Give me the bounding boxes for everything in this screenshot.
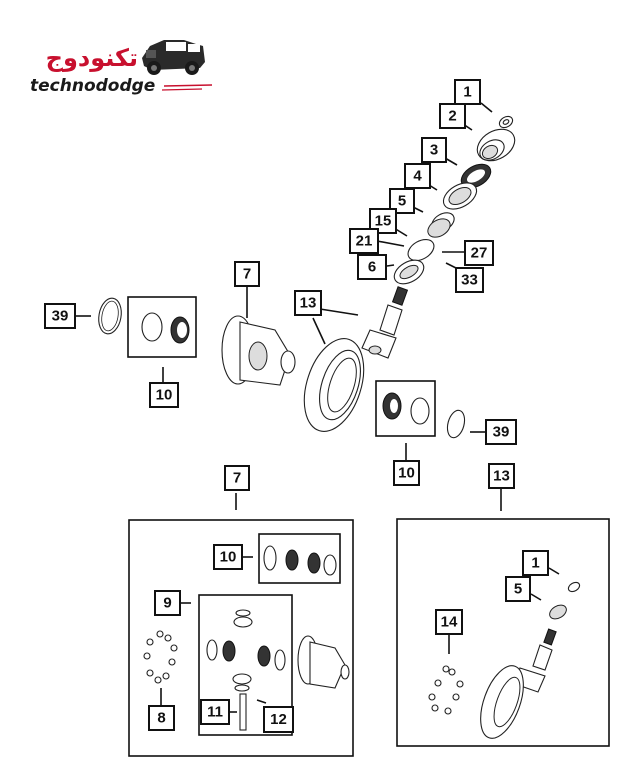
callout-label: 13 <box>493 468 510 485</box>
logo-swoosh <box>163 84 213 87</box>
part-shim-ring-right <box>446 409 466 439</box>
callout-label: 39 <box>493 424 510 441</box>
callout-4[interactable]: 4 <box>404 163 431 189</box>
part-pinion-bearing <box>427 212 455 238</box>
callout-39[interactable]: 39 <box>485 419 517 445</box>
logo-swoosh <box>161 88 203 91</box>
callout-label: 1 <box>463 84 471 101</box>
callout-label: 10 <box>220 549 237 566</box>
callout-21[interactable]: 21 <box>349 228 379 254</box>
callout-7[interactable]: 7 <box>234 261 260 287</box>
part-ring-gear-detail <box>480 665 524 739</box>
callout-33[interactable]: 33 <box>455 267 484 293</box>
callout-label: 33 <box>461 272 478 289</box>
callout-label: 3 <box>430 142 438 159</box>
part-shim-ring-left <box>98 297 122 335</box>
callout-3[interactable]: 3 <box>421 137 447 163</box>
part-pinion-nut <box>498 115 514 129</box>
logo-arabic-text: تكنودوج <box>46 44 138 72</box>
callout-12[interactable]: 12 <box>263 706 294 733</box>
callout-label: 7 <box>243 266 251 283</box>
callout-label: 21 <box>356 233 373 250</box>
callout-15[interactable]: 15 <box>369 208 397 234</box>
part-bolts-8 <box>143 630 178 684</box>
part-pinion-gear <box>361 286 409 359</box>
callout-11[interactable]: 11 <box>200 699 230 725</box>
callout-label: 9 <box>163 595 171 612</box>
callout-8[interactable]: 8 <box>148 705 175 731</box>
part-ring-gear <box>303 338 365 432</box>
callout-label: 39 <box>52 308 69 325</box>
kit-frame-right-10 <box>375 380 436 437</box>
kit-frame-detail-10 <box>258 533 341 584</box>
callout-2[interactable]: 2 <box>439 103 466 129</box>
callout-label: 2 <box>448 108 456 125</box>
logo-latin-text: technododge <box>30 76 155 96</box>
detail-frame-ring-pinion <box>396 518 610 747</box>
detail-frame-differential-case <box>128 519 354 757</box>
part-differential-gears <box>206 609 286 731</box>
part-bearing-cup <box>410 397 430 425</box>
part-bolts-14 <box>428 665 464 715</box>
callout-label: 27 <box>471 245 488 262</box>
jeep-vehicle-icon <box>142 40 205 75</box>
callout-1[interactable]: 1 <box>454 79 481 105</box>
part-shim <box>407 238 435 262</box>
callout-1[interactable]: 1 <box>522 550 549 576</box>
callout-label: 10 <box>398 465 415 482</box>
part-differential-case <box>221 315 296 386</box>
callout-39[interactable]: 39 <box>44 303 76 329</box>
leader-lines <box>75 102 560 713</box>
part-differential-case-small <box>297 635 350 689</box>
callout-7[interactable]: 7 <box>224 465 250 491</box>
callout-14[interactable]: 14 <box>435 609 463 635</box>
callout-label: 13 <box>300 295 317 312</box>
part-inner-pinion-bearing <box>393 259 425 285</box>
kit-frame-gear-kit-9 <box>198 594 293 736</box>
part-bearing-cup <box>442 182 478 210</box>
callout-label: 6 <box>368 259 376 276</box>
callout-9[interactable]: 9 <box>154 590 181 616</box>
callout-label: 11 <box>207 704 223 721</box>
callout-13[interactable]: 13 <box>294 290 322 316</box>
part-pinion-yoke <box>476 128 516 162</box>
callout-6[interactable]: 6 <box>357 254 387 280</box>
callout-10[interactable]: 10 <box>213 544 243 570</box>
callout-label: 1 <box>531 555 539 572</box>
callout-5[interactable]: 5 <box>505 576 531 602</box>
callout-label: 4 <box>413 168 422 185</box>
callout-label: 8 <box>157 710 165 727</box>
callout-label: 5 <box>514 581 522 598</box>
callout-27[interactable]: 27 <box>464 240 494 266</box>
callout-label: 15 <box>375 213 392 230</box>
callout-10[interactable]: 10 <box>149 382 179 408</box>
callout-label: 10 <box>156 387 173 404</box>
brand-logo: تكنودوج technododge <box>30 40 213 96</box>
callout-label: 5 <box>398 193 406 210</box>
callout-label: 14 <box>441 614 458 631</box>
callout-10[interactable]: 10 <box>393 460 420 486</box>
callout-13[interactable]: 13 <box>488 463 515 489</box>
callout-label: 7 <box>233 470 241 487</box>
callout-label: 12 <box>270 711 287 728</box>
part-bearing-cup <box>141 312 163 342</box>
kit-frame-left-10 <box>127 296 197 358</box>
